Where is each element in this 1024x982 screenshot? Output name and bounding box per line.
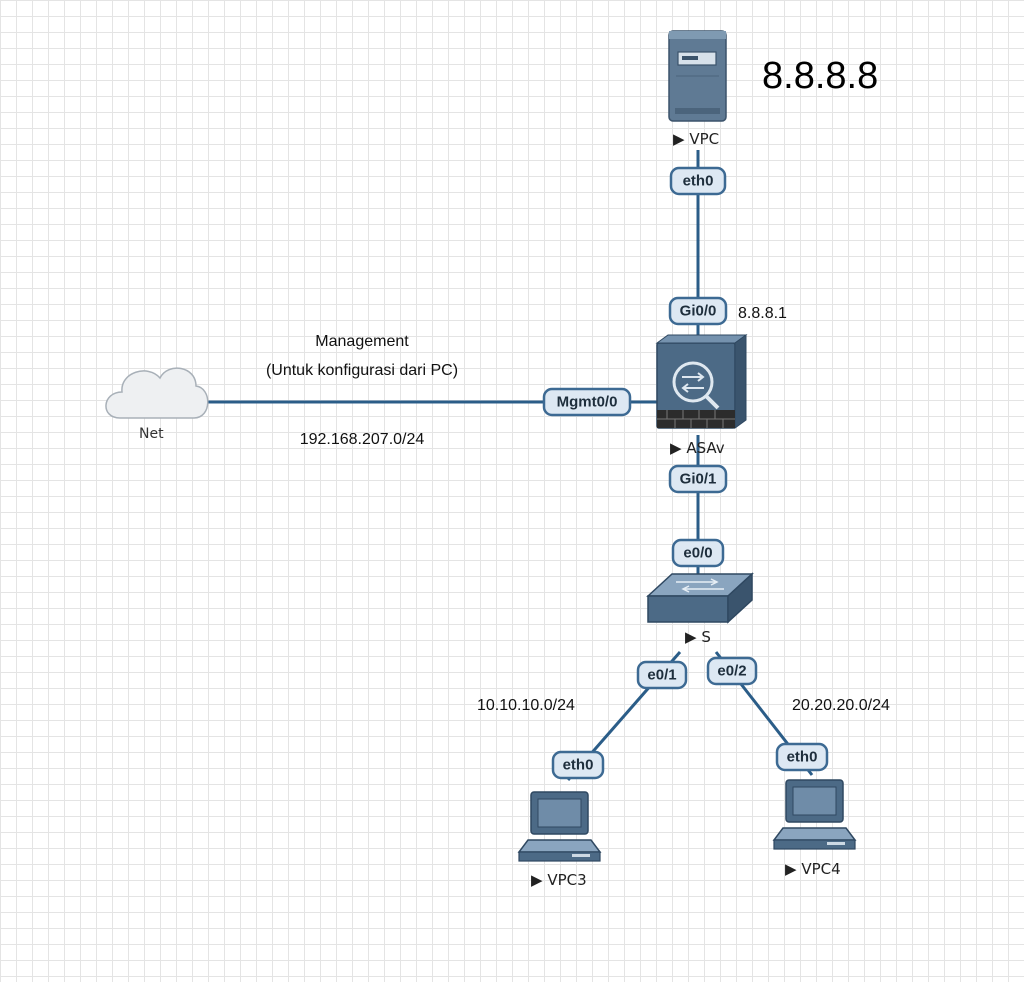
- port-badge-switch-e02[interactable]: e0/2: [706, 656, 758, 686]
- server-icon[interactable]: [668, 30, 727, 122]
- internet-ip-label: 8.8.8.8: [762, 55, 878, 97]
- svg-text:Gi0/0: Gi0/0: [680, 303, 717, 320]
- vpc-node-label: ▶ VPC: [673, 130, 719, 148]
- vpc4-node-label: ▶ VPC4: [785, 860, 841, 878]
- svg-text:e0/2: e0/2: [717, 663, 746, 680]
- port-badge-vpc3-eth0[interactable]: eth0: [551, 750, 605, 780]
- svg-text:Gi0/1: Gi0/1: [680, 471, 717, 488]
- port-badge-asa-mgmt00[interactable]: Mgmt0/0: [542, 387, 632, 417]
- management-subtitle: (Untuk konfigurasi dari PC): [266, 362, 458, 379]
- cloud-icon[interactable]: [105, 367, 209, 419]
- svg-text:eth0: eth0: [787, 749, 818, 766]
- port-badge-vpc4-eth0[interactable]: eth0: [775, 742, 829, 772]
- switch-icon[interactable]: [646, 572, 754, 624]
- firewall-icon[interactable]: [655, 334, 748, 429]
- switch-node-label: ▶ S: [685, 628, 711, 646]
- svg-text:e0/0: e0/0: [683, 545, 712, 562]
- management-title: Management: [315, 333, 409, 350]
- port-badge-vpc-eth0[interactable]: eth0: [669, 166, 727, 196]
- lan1-subnet-label: 10.10.10.0/24: [477, 697, 575, 714]
- port-badge-asa-gi01[interactable]: Gi0/1: [668, 464, 728, 494]
- port-badge-asa-gi00[interactable]: Gi0/0: [668, 296, 728, 326]
- vpc4-pc-icon[interactable]: [772, 779, 857, 850]
- vpc3-node-label: ▶ VPC3: [531, 871, 587, 889]
- svg-text:eth0: eth0: [683, 173, 714, 190]
- svg-text:eth0: eth0: [563, 757, 594, 774]
- asav-outside-ip-label: 8.8.8.1: [738, 305, 787, 322]
- net-node-label: Net: [139, 426, 164, 442]
- management-subnet-label: 192.168.207.0/24: [300, 431, 425, 448]
- asav-node-label: ▶ ASAv: [670, 439, 725, 457]
- port-badge-switch-e01[interactable]: e0/1: [636, 660, 688, 690]
- svg-text:e0/1: e0/1: [647, 667, 676, 684]
- port-badge-switch-e00[interactable]: e0/0: [671, 538, 725, 568]
- lan2-subnet-label: 20.20.20.0/24: [792, 697, 890, 714]
- svg-text:Mgmt0/0: Mgmt0/0: [557, 394, 618, 411]
- vpc3-pc-icon[interactable]: [517, 791, 602, 862]
